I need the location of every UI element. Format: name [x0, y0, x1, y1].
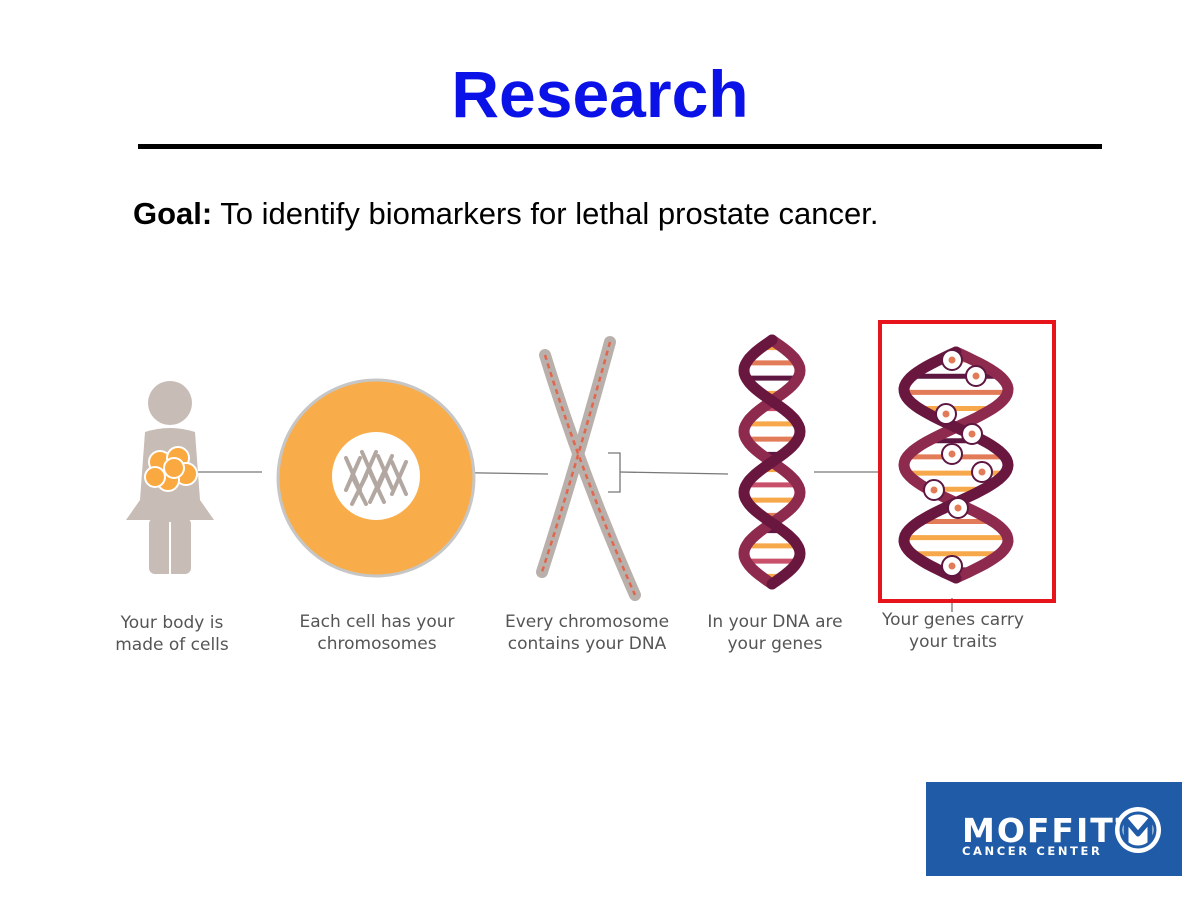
chromosome-bracket [608, 452, 621, 493]
caption-cell: Each cell has your chromosomes [267, 611, 487, 655]
logo-main-text: MOFFITT [962, 811, 1141, 850]
goal-label: Goal: [133, 196, 213, 231]
chromosome-cluster-icon [344, 450, 408, 506]
goal-text: To identify biomarkers for lethal prosta… [212, 196, 879, 231]
dna-traits-icon [898, 346, 1014, 584]
title-underline [138, 144, 1102, 149]
dna-strand [738, 334, 806, 590]
caption-dna: In your DNA are your genes [665, 611, 885, 655]
highlight-box [878, 320, 1056, 603]
connector-lines [188, 452, 953, 612]
caption-cell-line2: chromosomes [317, 634, 437, 654]
goal-statement: Goal: To identify biomarkers for lethal … [133, 192, 879, 236]
caption-chromosome: Every chromosome contains your DNA [477, 611, 697, 655]
m-emblem-icon [1115, 807, 1161, 853]
caption-chromosome-line1: Every chromosome [504, 612, 670, 632]
cell-cluster-icon [144, 446, 198, 492]
cell-icon [276, 378, 476, 578]
moffitt-logo: MOFFITT CANCER CENTER [926, 782, 1182, 876]
caption-traits-line1: Your genes carry [882, 610, 1024, 630]
caption-body-line2: made of cells [115, 635, 229, 655]
slide-title: Research [451, 57, 749, 131]
caption-traits: Your genes carry your traits [843, 609, 1063, 653]
caption-dna-line1: In your DNA are [707, 612, 843, 632]
dna-strand [898, 346, 1014, 584]
caption-body-line1: Your body is [120, 613, 224, 633]
caption-cell-line1: Each cell has your [299, 612, 455, 632]
dna-icon [738, 334, 806, 590]
dna-rungs [746, 345, 798, 579]
caption-dna-line2: your genes [727, 634, 823, 654]
caption-chromosome-line2: contains your DNA [507, 634, 667, 654]
chromosome-icon [536, 336, 641, 601]
caption-traits-line2: your traits [909, 632, 997, 652]
logo-sub-text: CANCER CENTER [962, 844, 1103, 858]
dna-strand [898, 346, 1014, 584]
caption-body: Your body is made of cells [62, 612, 282, 656]
connector-chromosome-dna [619, 471, 729, 475]
body-icon [126, 381, 214, 574]
dna-rungs [904, 357, 1008, 573]
